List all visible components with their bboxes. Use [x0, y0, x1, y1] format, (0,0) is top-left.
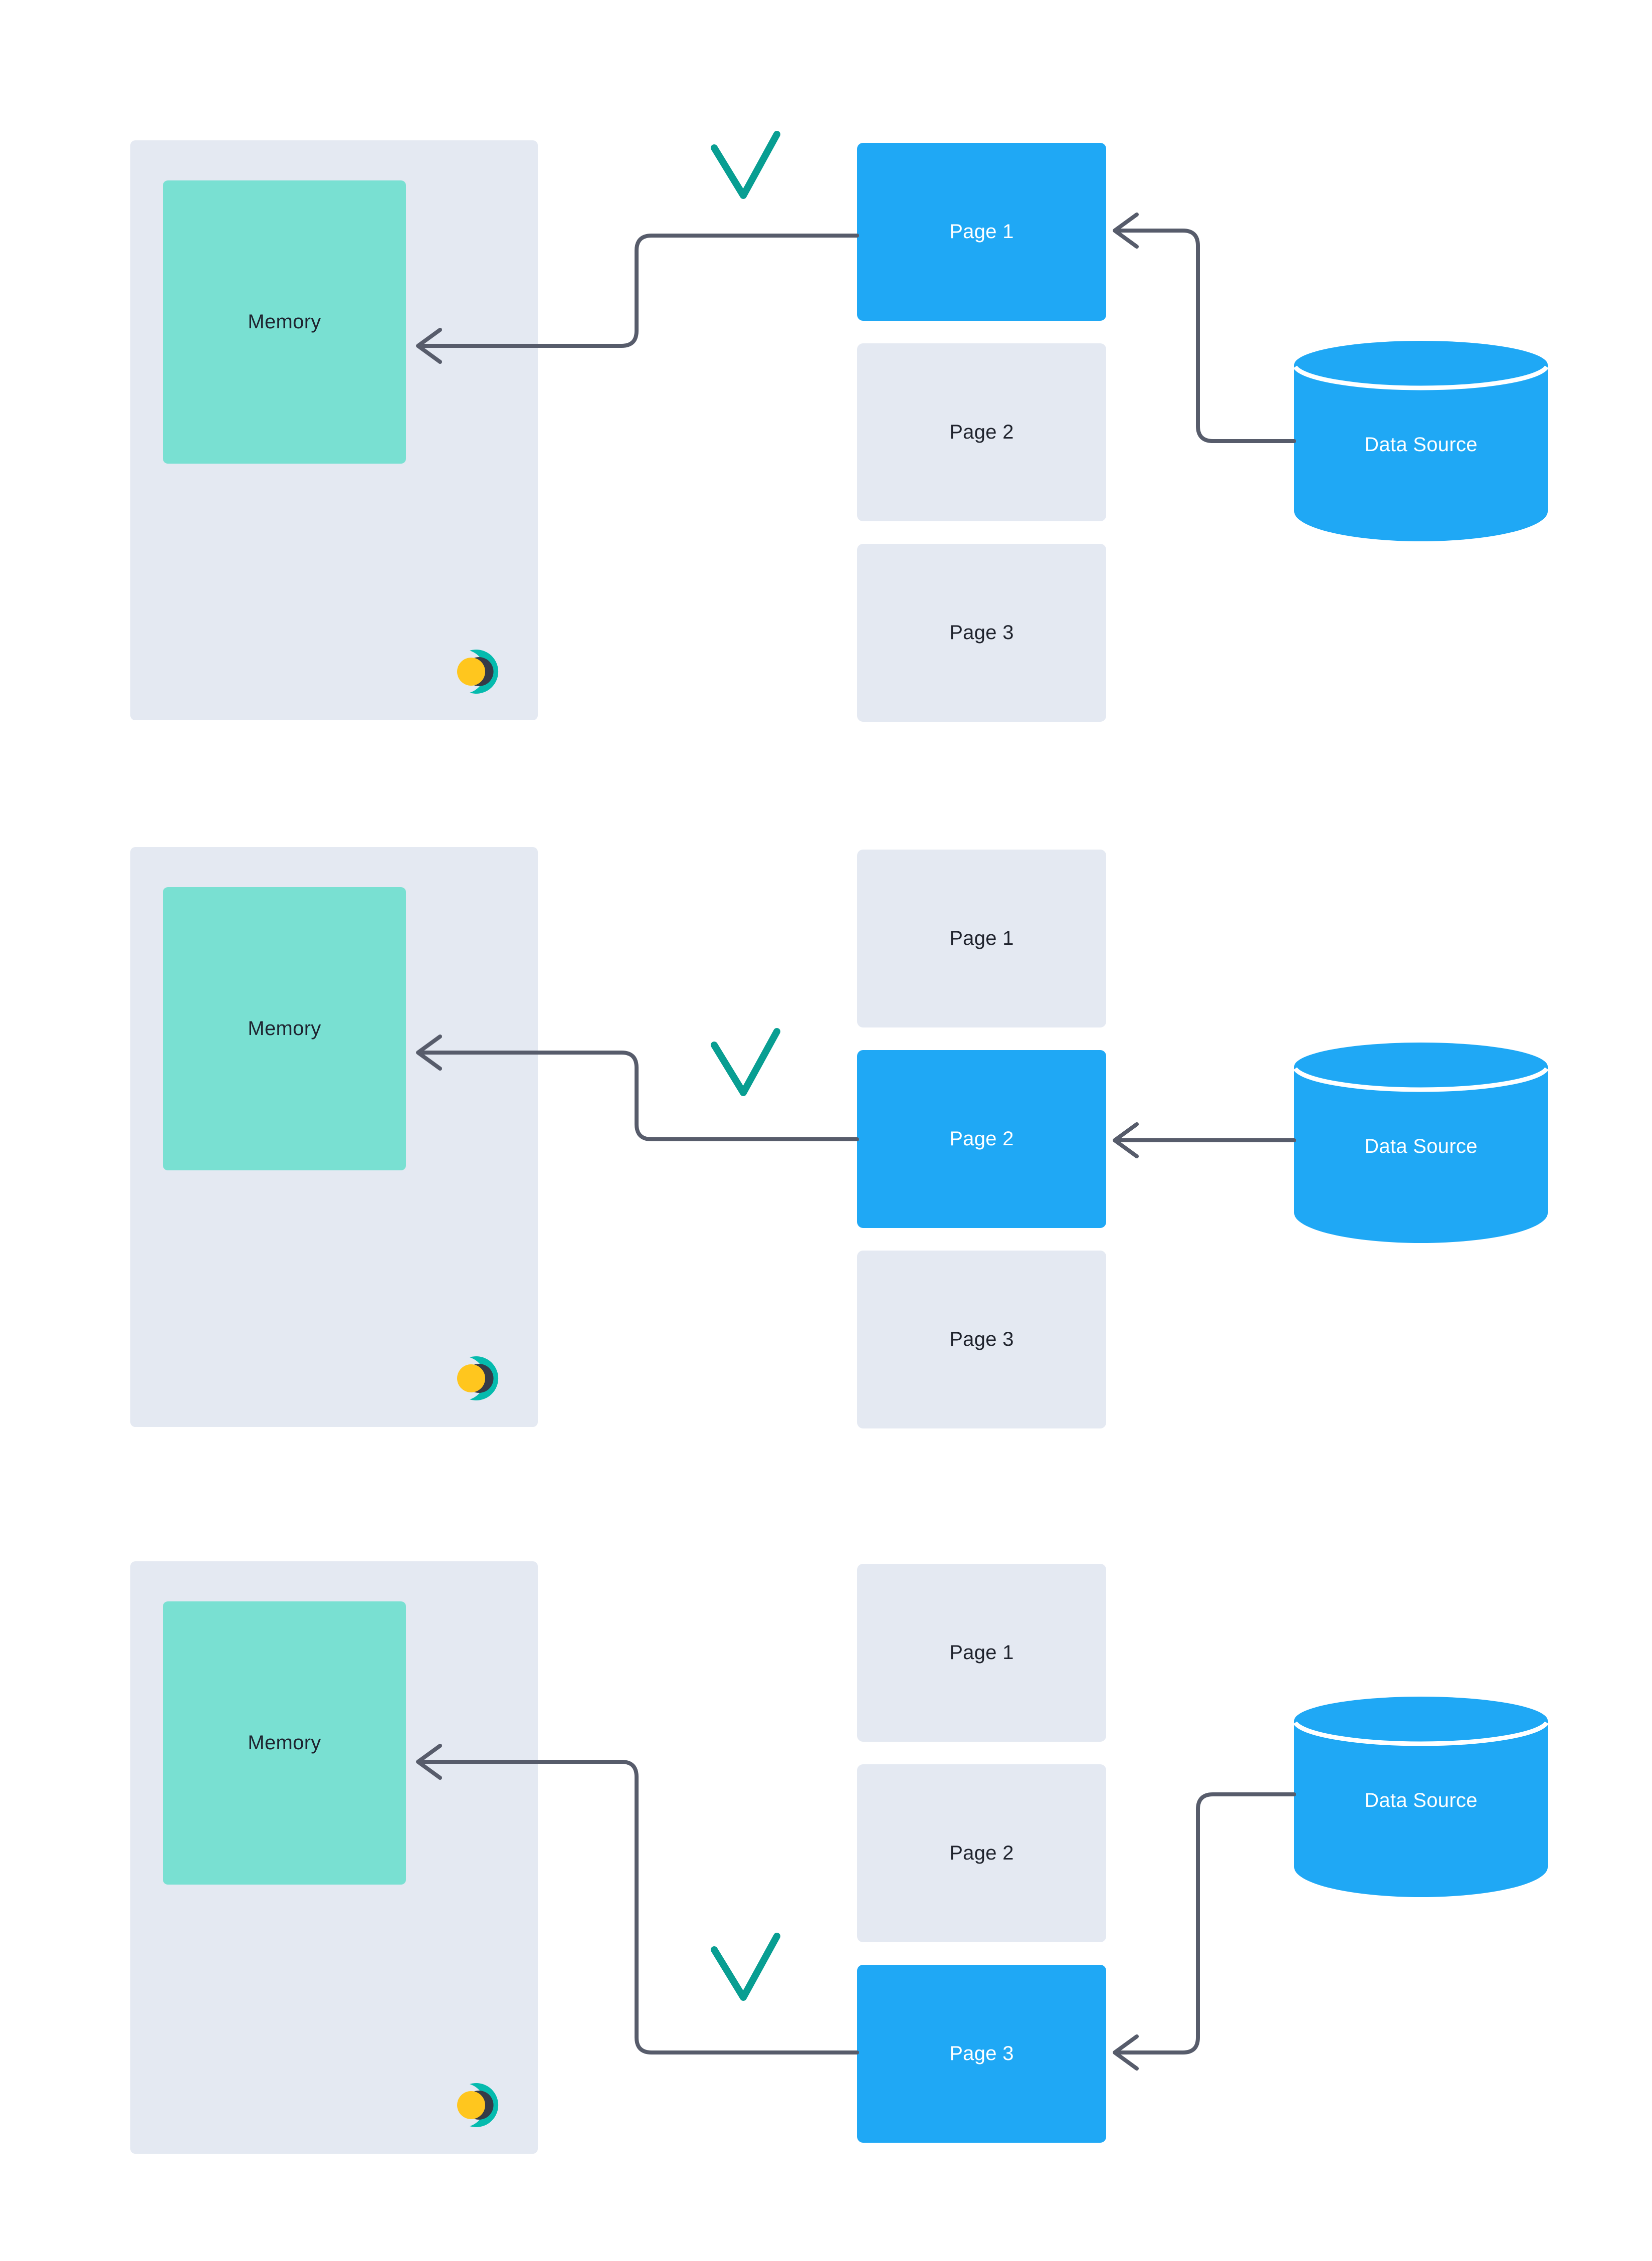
page-box-3[interactable]: Page 3 [857, 1251, 1106, 1428]
memory-block: Memory [163, 180, 406, 464]
data-source-label: Data Source [1364, 1135, 1478, 1157]
flow-panel-step-1: Memory Page 1 Page 2 Page 3 Data Source [0, 0, 1652, 782]
check-icon [711, 131, 780, 199]
arrow-page3-to-memory [416, 1744, 859, 2054]
page-box-2[interactable]: Page 2 [857, 1764, 1106, 1942]
data-source-label: Data Source [1364, 434, 1478, 456]
data-source-label: Data Source [1364, 1789, 1478, 1811]
page-label: Page 3 [949, 1328, 1014, 1350]
check-icon [711, 1028, 780, 1096]
memory-container: Memory [130, 140, 538, 720]
page-label: Page 3 [949, 2042, 1014, 2065]
flow-panel-step-3: Memory Page 1 Page 2 Page 3 Data Source [0, 1426, 1652, 2261]
page-label: Page 3 [949, 622, 1014, 644]
page-label: Page 1 [949, 927, 1014, 949]
page-label: Page 1 [949, 1641, 1014, 1664]
page-box-3[interactable]: Page 3 [857, 1965, 1106, 2143]
page-box-1[interactable]: Page 1 [857, 850, 1106, 1027]
brand-logo-icon [457, 650, 499, 694]
page-box-2[interactable]: Page 2 [857, 343, 1106, 521]
memory-block: Memory [163, 887, 406, 1170]
check-icon [711, 1933, 780, 2001]
data-source-cylinder[interactable]: Data Source [1293, 1697, 1549, 1897]
page-label: Page 1 [949, 221, 1014, 243]
arrow-datasource-to-page3 [1113, 1792, 1296, 2071]
memory-label: Memory [248, 1732, 321, 1754]
brand-logo-icon [457, 1356, 499, 1400]
page-label: Page 2 [949, 1842, 1014, 1864]
memory-container: Memory [130, 1561, 538, 2154]
page-label: Page 2 [949, 1128, 1014, 1150]
memory-block: Memory [163, 1601, 406, 1885]
arrow-datasource-to-page1 [1113, 213, 1296, 443]
page-label: Page 2 [949, 421, 1014, 443]
page-box-1[interactable]: Page 1 [857, 1564, 1106, 1742]
arrow-page2-to-memory [416, 1035, 859, 1141]
arrow-datasource-to-page2 [1113, 1122, 1296, 1158]
page-box-2[interactable]: Page 2 [857, 1050, 1106, 1228]
data-source-cylinder[interactable]: Data Source [1293, 1043, 1549, 1243]
memory-label: Memory [248, 1017, 321, 1040]
data-source-cylinder[interactable]: Data Source [1293, 341, 1549, 541]
memory-label: Memory [248, 311, 321, 333]
page-box-3[interactable]: Page 3 [857, 544, 1106, 722]
page-box-1[interactable]: Page 1 [857, 143, 1106, 321]
arrow-page1-to-memory [416, 234, 859, 364]
memory-container: Memory [130, 847, 538, 1427]
flow-panel-step-2: Memory Page 1 Page 2 Page 3 Data Source [0, 712, 1652, 1494]
brand-logo-icon [457, 2083, 499, 2127]
